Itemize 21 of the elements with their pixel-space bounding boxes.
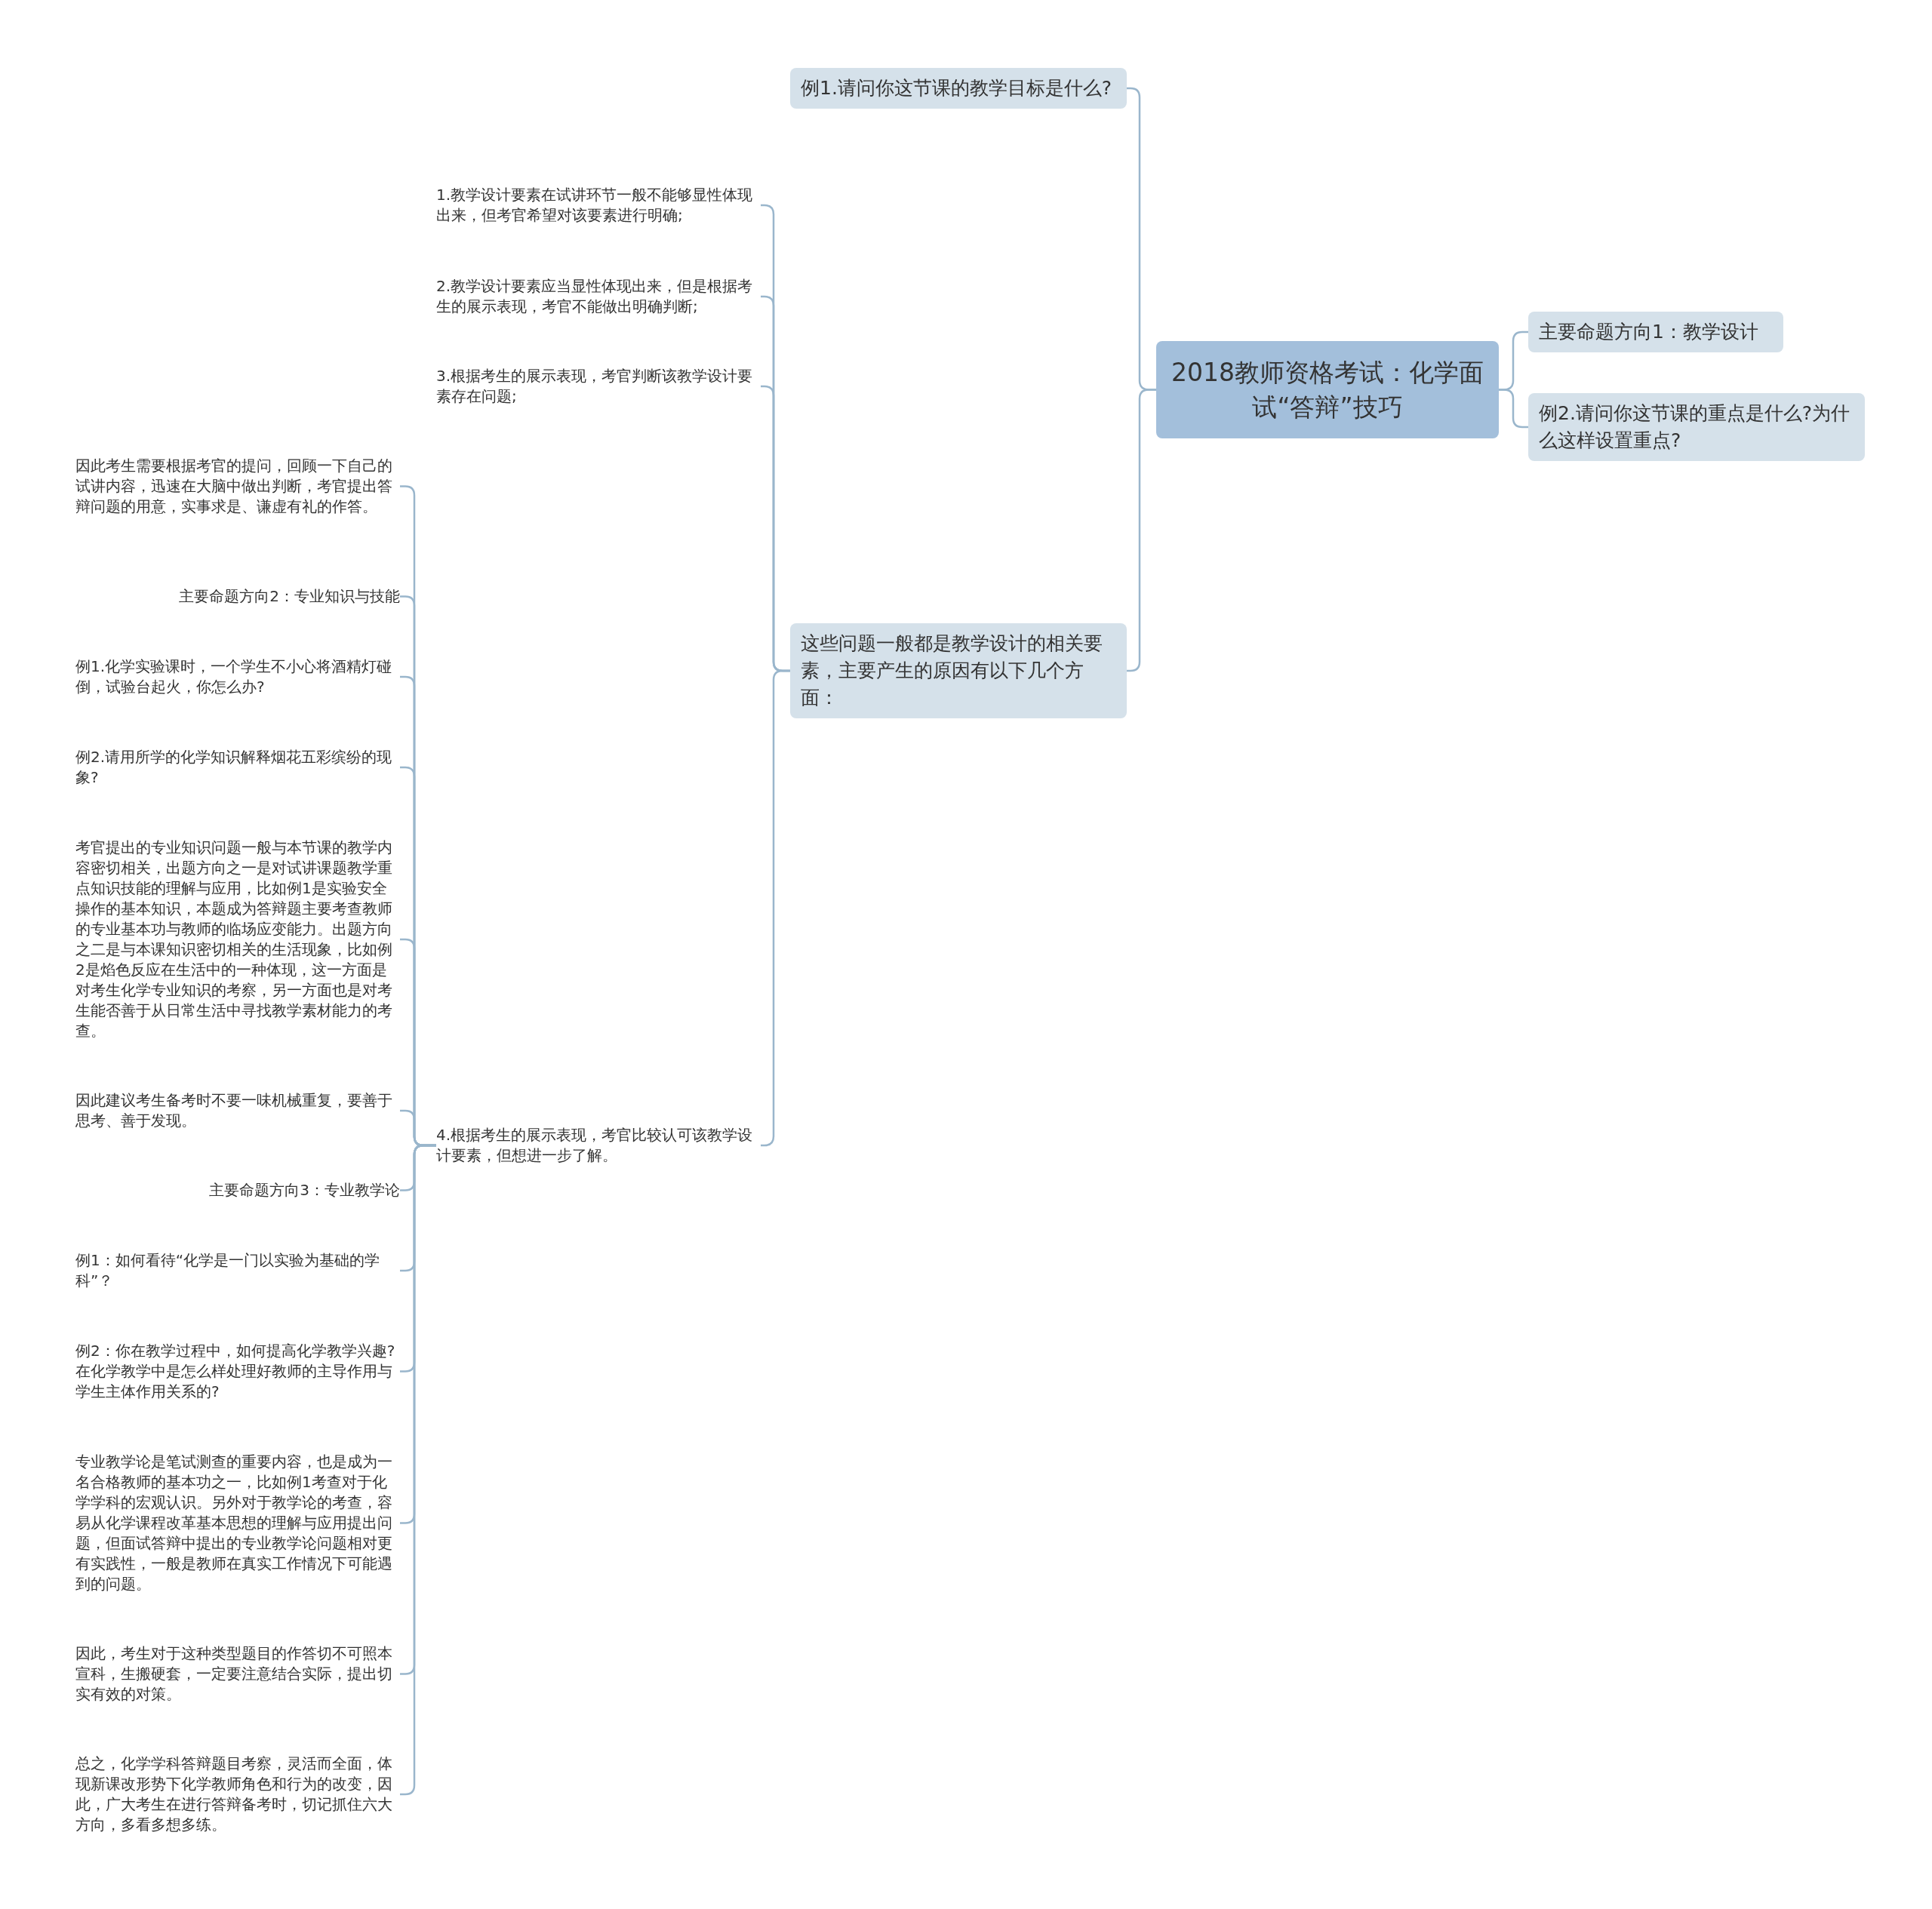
topic-text: 考官提出的专业知识问题一般与本节课的教学内容密切相关，出题方向之一是对试讲课题教学重点知识技能的理解与应用，比如例1是实验安全操作的基本知识，本题成为答辩题主要考查教师的专业基本功与教师的临场应变能力。出题方向之二是与本课知识密切相关的生活现象，比如例2是焰色反应在生活中的一种体现，这一方面是对考生化学专业知识的考察，另一方面也是对考生能否善于从日常生活中寻找教学素材能力的考查。 — [75, 838, 400, 1041]
topic-text: 例1.化学实验课时，一个学生不小心将酒精灯碰倒，试验台起火，你怎么办? — [75, 656, 400, 697]
topic-box: 这些问题一般都是教学设计的相关要素，主要产生的原因有以下几个方面： — [790, 623, 1127, 718]
topic-box: 例1.请问你这节课的教学目标是什么? — [790, 68, 1127, 109]
topic-text: 总之，化学学科答辩题目考察，灵活而全面，体现新课改形势下化学教师角色和行为的改变，因此，广大考生在进行答辩备考时，切记抓住六大方向，多看多想多练。 — [75, 1754, 400, 1835]
topic-text: 专业教学论是笔试测查的重要内容，也是成为一名合格教师的基本功之一，比如例1考查对于化学学科的宏观认识。另外对于教学论的考查，容易从化学课程改革基本思想的理解与应用提出问题，但面试答辩中提出的专业教学论问题相对更有实践性，一般是教师在真实工作情况下可能遇到的问题。 — [75, 1452, 400, 1594]
topic-box: 例2.请问你这节课的重点是什么?为什么这样设置重点? — [1528, 393, 1865, 461]
topic-text: 例2.请用所学的化学知识解释烟花五彩缤纷的现象? — [75, 747, 400, 788]
topic-text: 例1：如何看待“化学是一门以实验为基础的学科”？ — [75, 1250, 400, 1291]
topic-text: 例2：你在教学过程中，如何提高化学教学兴趣?在化学教学中是怎么样处理好教师的主导作用与学生主体作用关系的? — [75, 1341, 400, 1402]
topic-text: 因此建议考生备考时不要一味机械重复，要善于思考、善于发现。 — [75, 1090, 400, 1131]
topic-text: 1.教学设计要素在试讲环节一般不能够显性体现出来，但考官希望对该要素进行明确; — [436, 185, 761, 226]
topic-text: 2.教学设计要素应当显性体现出来，但是根据考生的展示表现，考官不能做出明确判断; — [436, 276, 761, 317]
central-topic-box: 2018教师资格考试：化学面试“答辩”技巧 — [1156, 341, 1499, 438]
topic-text: 因此，考生对于这种类型题目的作答切不可照本宣科，生搬硬套，一定要注意结合实际，提出切实有效的对策。 — [75, 1643, 400, 1705]
topic-box: 主要命题方向1：教学设计 — [1528, 312, 1783, 352]
topic-text: 3.根据考生的展示表现，考官判断该教学设计要素存在问题; — [436, 366, 761, 407]
topic-text: 因此考生需要根据考官的提问，回顾一下自己的试讲内容，迅速在大脑中做出判断，考官提出答辩问题的用意，实事求是、谦虚有礼的作答。 — [75, 456, 400, 517]
topic-text: 4.根据考生的展示表现，考官比较认可该教学设计要素，但想进一步了解。 — [436, 1125, 761, 1166]
topic-text: 主要命题方向2：专业知识与技能 — [75, 586, 400, 607]
topic-text: 主要命题方向3：专业教学论 — [75, 1180, 400, 1200]
